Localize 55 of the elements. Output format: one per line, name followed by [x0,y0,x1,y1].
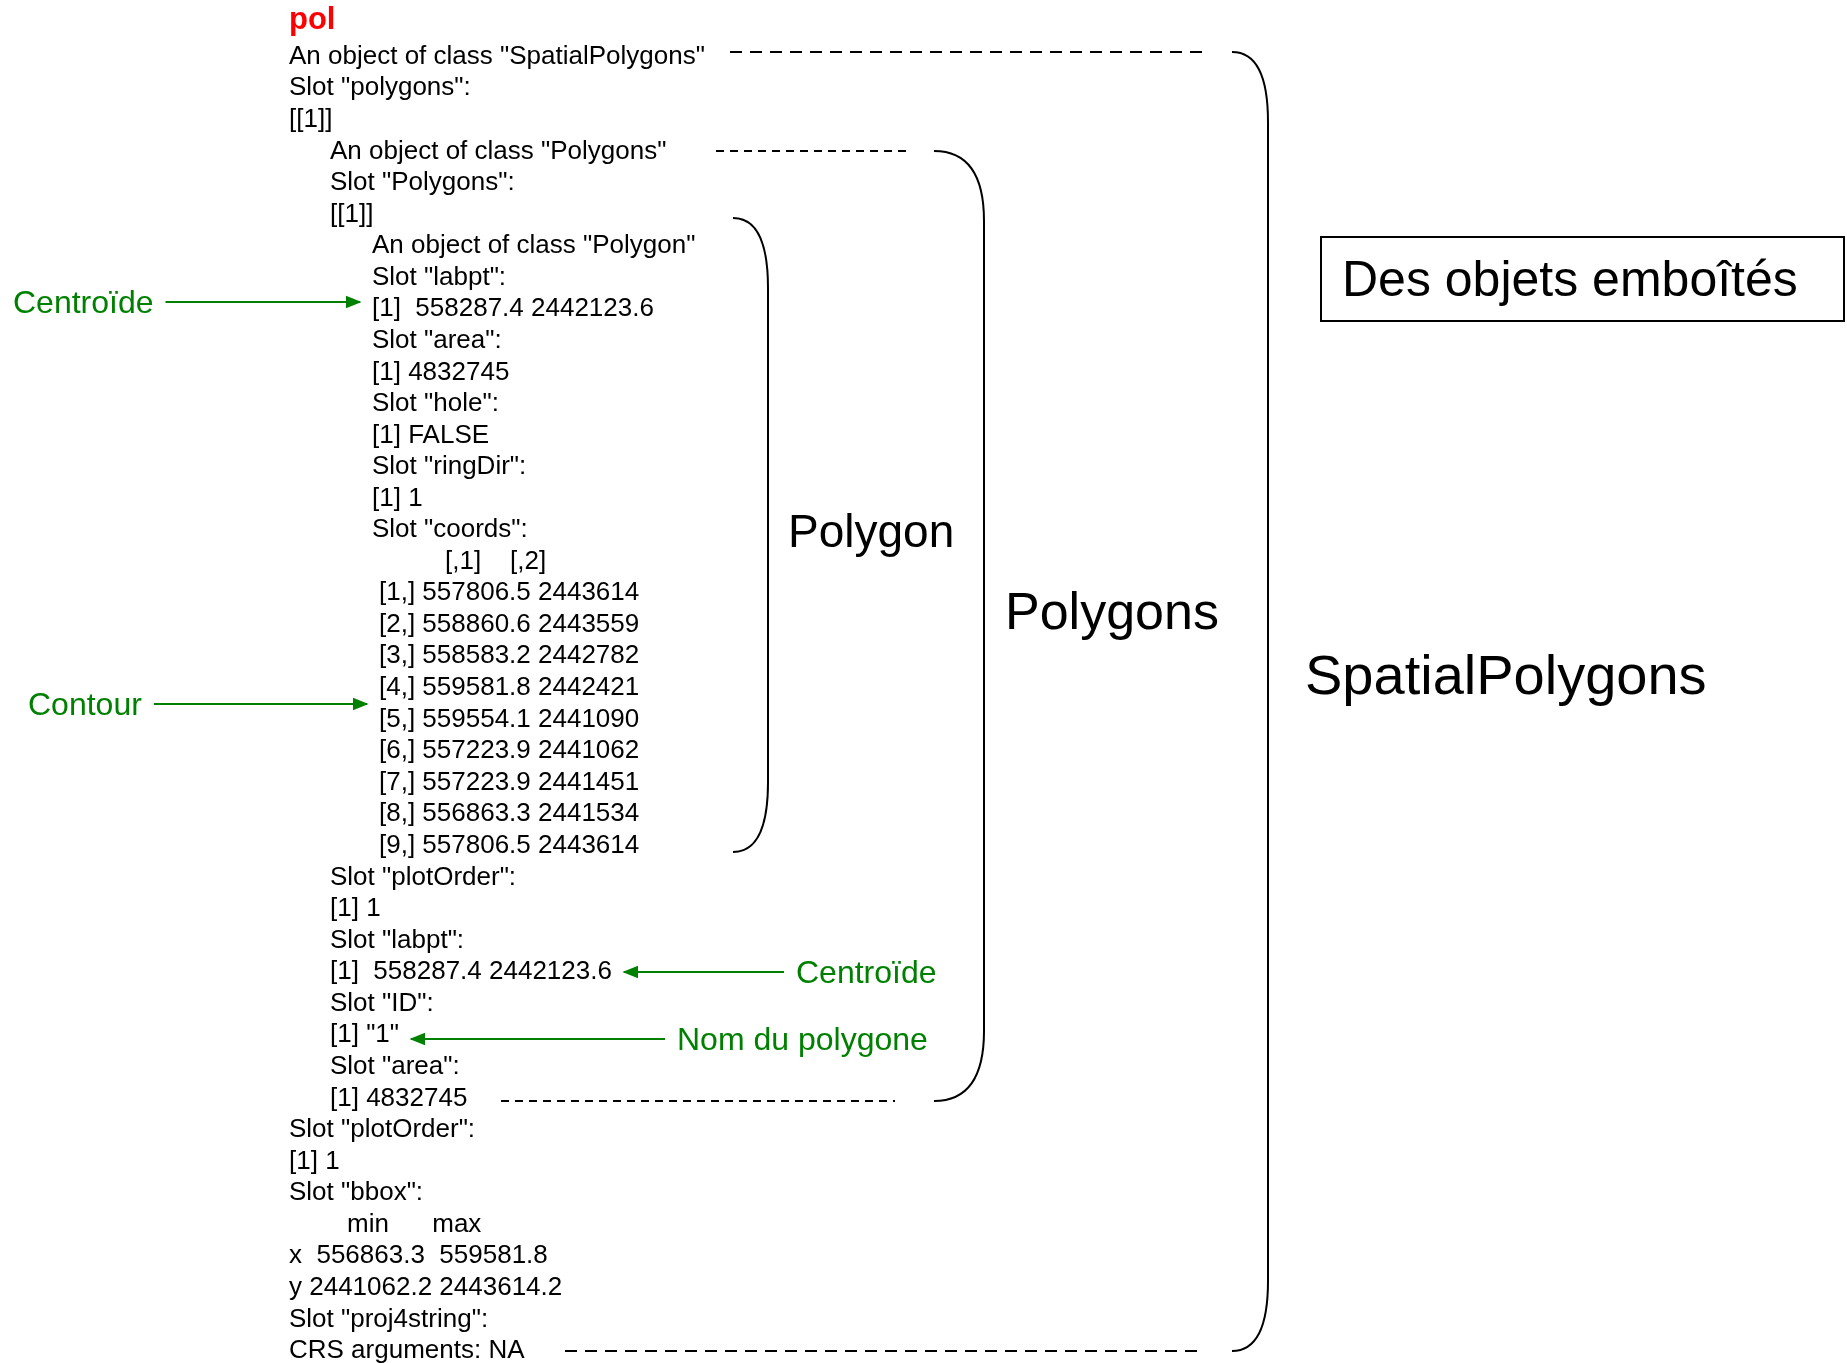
code-line: Slot "polygons": [289,71,471,103]
code-line: min max [347,1207,482,1240]
code-line: Slot "hole": [372,387,499,419]
code-line: [[1]] [330,197,374,229]
code-line: Slot "ID": [330,986,434,1019]
code-line: [1] 4832745 [372,355,510,387]
annotation: Contour [28,684,142,724]
brace-label: Polygons [1005,580,1219,642]
code-line: Slot "coords": [372,513,528,545]
code-line: [1] 558287.4 2442123.6 [330,955,612,987]
code-line: [1] 1 [372,481,423,513]
code-line: Slot "area": [372,323,502,356]
arrow [164,295,362,309]
code-line: [8,] 556863.3 2441534 [379,797,640,829]
code-line: [7,] 557223.9 2441451 [379,765,640,798]
brace-label: SpatialPolygons [1305,642,1707,709]
code-line: [1] 1 [289,1144,340,1176]
code-line: Slot "plotOrder": [330,860,517,892]
code-line: x 556863.3 559581.8 [289,1239,548,1271]
code-line: An object of class "Polygons" [330,134,667,166]
code-line: Slot "Polygons": [330,166,515,198]
code-line: [2,] 558860.6 2443559 [379,607,640,640]
code-line: [1] "1" [330,1018,400,1050]
arrow [409,1032,666,1046]
code-line: [1,] 557806.5 2443614 [379,576,640,608]
code-line: y 2441062.2 2443614.2 [289,1271,563,1303]
code-line: [,1] [,2] [445,544,547,577]
brace-label: Polygon [788,504,955,560]
arrow [152,697,369,711]
code-line: Slot "plotOrder": [289,1113,476,1145]
annotation: Centroïde [13,282,154,322]
arrow [622,965,785,979]
code-line: [1] FALSE [372,418,490,450]
code-line: [3,] 558583.2 2442782 [379,639,640,671]
code-line: Slot "proj4string": [289,1302,489,1334]
code-line: Slot "bbox": [289,1176,424,1208]
code-line: Slot "area": [330,1050,460,1082]
code-line: Slot "labpt": [372,260,507,292]
code-line: [5,] 559554.1 2441090 [379,702,640,735]
code-line: Slot "ringDir": [372,450,527,482]
code-line: CRS arguments: NA [289,1334,525,1363]
code-line: An object of class "SpatialPolygons" [289,39,705,71]
code-line: [6,] 557223.9 2441062 [379,734,640,766]
code-line: Slot "labpt": [330,923,465,955]
code-line: [[1]] [289,102,333,135]
title: pol [289,0,336,38]
code-line: [1] 4832745 [330,1081,468,1113]
heading-box: Des objets emboîtés [1320,236,1845,322]
code-line: [4,] 559581.8 2442421 [379,671,640,703]
annotation: Centroïde [796,952,937,992]
annotation: Nom du polygone [677,1019,928,1059]
code-line: An object of class "Polygon" [372,229,696,261]
code-line: [9,] 557806.5 2443614 [379,828,640,861]
code-line: [1] 1 [330,892,381,924]
code-line: [1] 558287.4 2442123.6 [372,292,654,324]
